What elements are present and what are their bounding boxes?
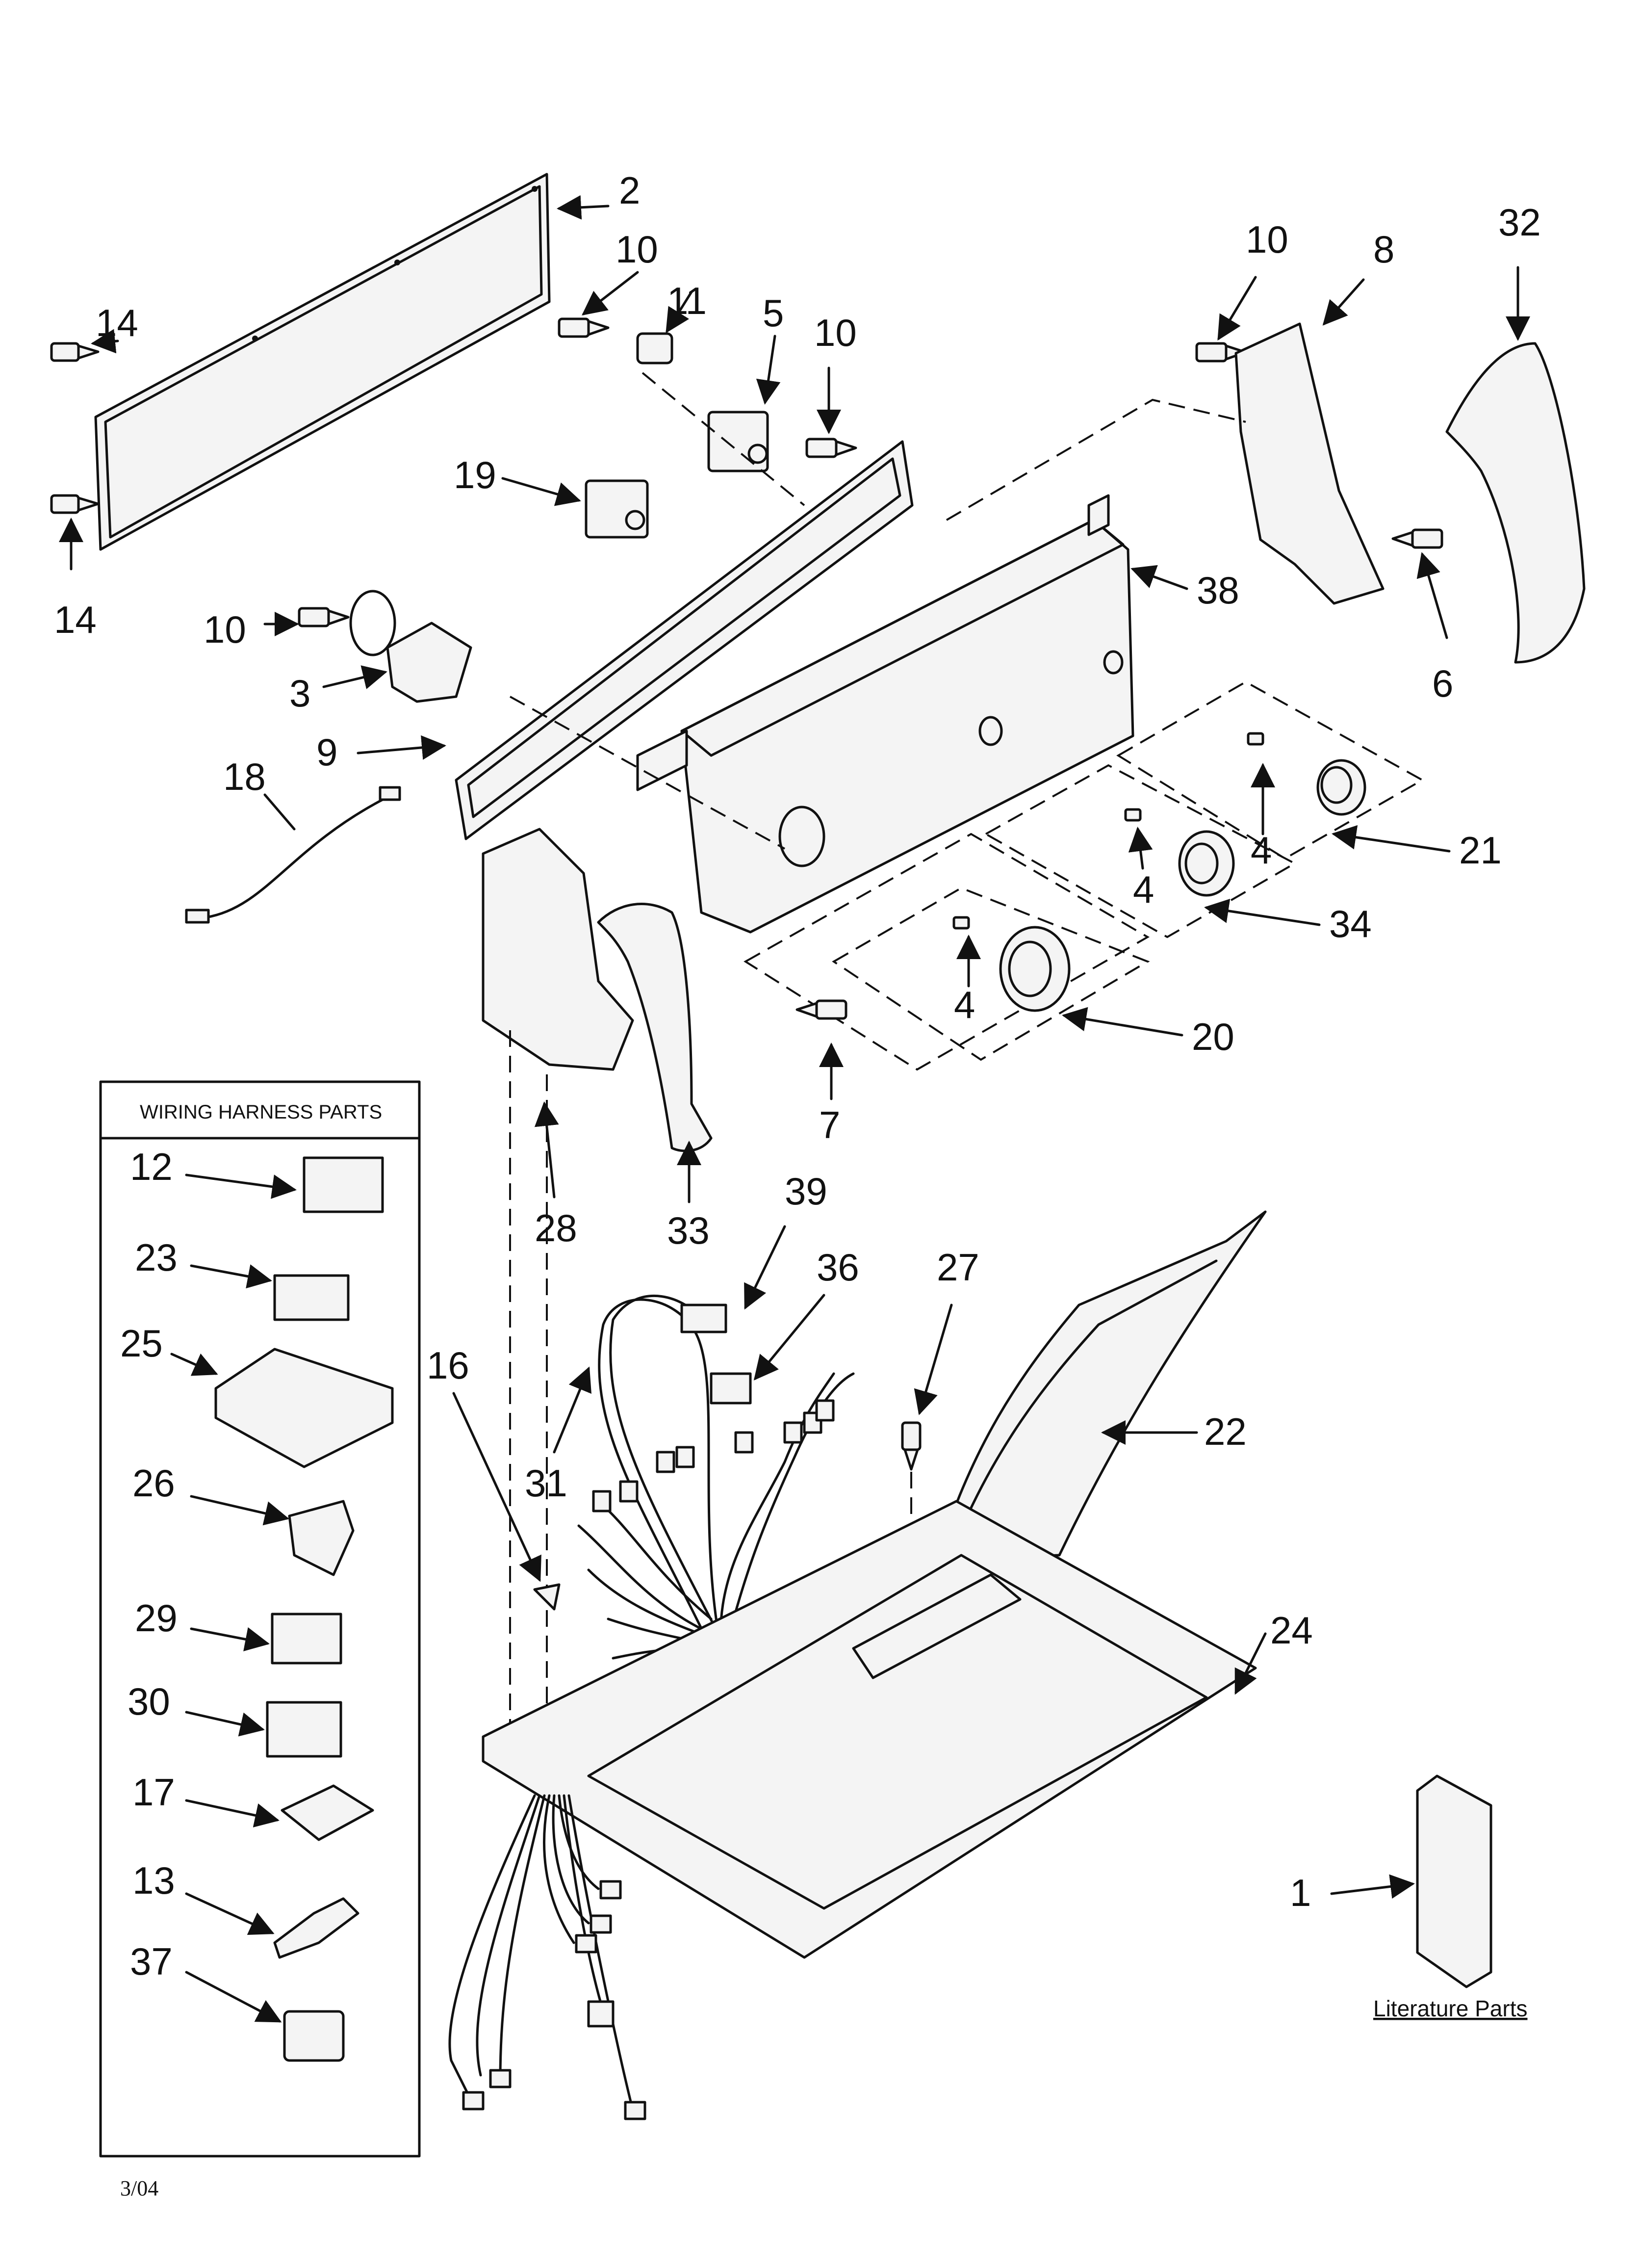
harness-box: [99, 1080, 421, 2158]
harness-label-26: 26: [132, 1461, 175, 1505]
screw-7: [795, 999, 847, 1020]
harness-clip-26: [288, 1500, 355, 1576]
literature-booklet: [1416, 1774, 1492, 1988]
callout-9: 9: [316, 730, 337, 774]
panel-wires: [448, 1794, 646, 2120]
callout-39: 39: [785, 1170, 827, 1213]
wiring-harness-31: [577, 1295, 855, 1660]
callout-28: 28: [535, 1206, 577, 1250]
harness-label-12: 12: [130, 1145, 173, 1188]
harness-connector-23: [273, 1274, 350, 1321]
callout-21: 21: [1459, 829, 1502, 872]
screw-14-top: [50, 342, 100, 362]
callout-10c: 10: [204, 608, 246, 651]
callout-20: 20: [1192, 1015, 1234, 1058]
callout-16: 16: [427, 1344, 469, 1387]
callout-2: 2: [619, 169, 640, 212]
callout-10d: 10: [1246, 218, 1288, 261]
knob-21: [1316, 759, 1366, 816]
harness-label-25: 25: [120, 1322, 163, 1365]
screw-10c: [298, 607, 350, 627]
harness-connector-30: [266, 1701, 342, 1758]
terminal-block-3: [349, 590, 472, 703]
control-bracket: [455, 440, 914, 840]
harness-label-30: 30: [128, 1680, 170, 1723]
switch-19: [585, 479, 649, 539]
wire-18: [185, 786, 401, 924]
harness-label-13: 13: [132, 1859, 175, 1902]
screw-10a: [558, 317, 610, 338]
callout-22: 22: [1204, 1410, 1247, 1453]
callout-36: 36: [817, 1246, 859, 1289]
harness-label-23: 23: [135, 1236, 178, 1279]
callout-3: 3: [289, 672, 310, 715]
clip-11: [636, 332, 673, 365]
top-panel-24: [482, 1500, 1257, 1959]
callout-18: 18: [223, 755, 266, 798]
callout-8: 8: [1373, 228, 1394, 271]
rear-panel: [94, 173, 551, 551]
end-cap-8: [1234, 322, 1385, 605]
harness-connector-29: [271, 1613, 342, 1665]
callout-4b: 4: [1133, 868, 1154, 911]
callout-7: 7: [819, 1103, 840, 1147]
harness-connector-37: [283, 2010, 345, 2062]
callout-11: 11: [667, 279, 707, 322]
callout-24: 24: [1270, 1609, 1313, 1652]
knob-clips-4: [952, 732, 1264, 930]
callout-4c: 4: [954, 983, 975, 1026]
revision-date: 3/04: [120, 2176, 158, 2200]
harness-label-37: 37: [130, 1940, 173, 1983]
callout-31: 31: [525, 1461, 567, 1505]
end-cap-28: [482, 828, 634, 1071]
screw-14-bottom: [50, 494, 100, 514]
callout-27: 27: [937, 1246, 979, 1289]
callout-10a: 10: [616, 228, 658, 271]
harness-connector-25: [214, 1348, 394, 1468]
callout-38: 38: [1197, 569, 1239, 612]
callout-33: 33: [667, 1209, 710, 1252]
knob-34: [1178, 830, 1235, 897]
callout-32: 32: [1498, 201, 1541, 244]
callout-10b: 10: [814, 311, 857, 354]
callout-19: 19: [454, 453, 496, 496]
callout-14-bottom: 14: [54, 598, 97, 641]
callout-6: 6: [1432, 662, 1453, 705]
screw-6: [1391, 528, 1443, 549]
callout-34: 34: [1329, 902, 1372, 945]
switch-5: [707, 411, 769, 472]
trim-32: [1445, 342, 1586, 664]
harness-connector-12: [303, 1156, 384, 1213]
lint-screen-22: [935, 1210, 1267, 1562]
harness-label-17: 17: [132, 1771, 175, 1814]
grounding-clip-16: [533, 1583, 561, 1611]
screw-10b: [805, 438, 857, 458]
literature-title: Literature Parts: [1373, 1996, 1527, 2021]
console-38: [636, 494, 1134, 934]
harness-box-title: WIRING HARNESS PARTS: [140, 1101, 382, 1123]
harness-label-29: 29: [135, 1596, 178, 1640]
screw-27: [901, 1421, 922, 1471]
knob-20: [999, 926, 1071, 1012]
callout-14-top: 14: [96, 301, 138, 344]
callout-5: 5: [763, 291, 784, 335]
harness-plug-17: [281, 1784, 374, 1841]
callout-4a: 4: [1251, 829, 1272, 872]
harness-terminal-13: [273, 1897, 359, 1959]
connector-36: [710, 1372, 752, 1405]
literature-label-1: 1: [1290, 1871, 1311, 1914]
